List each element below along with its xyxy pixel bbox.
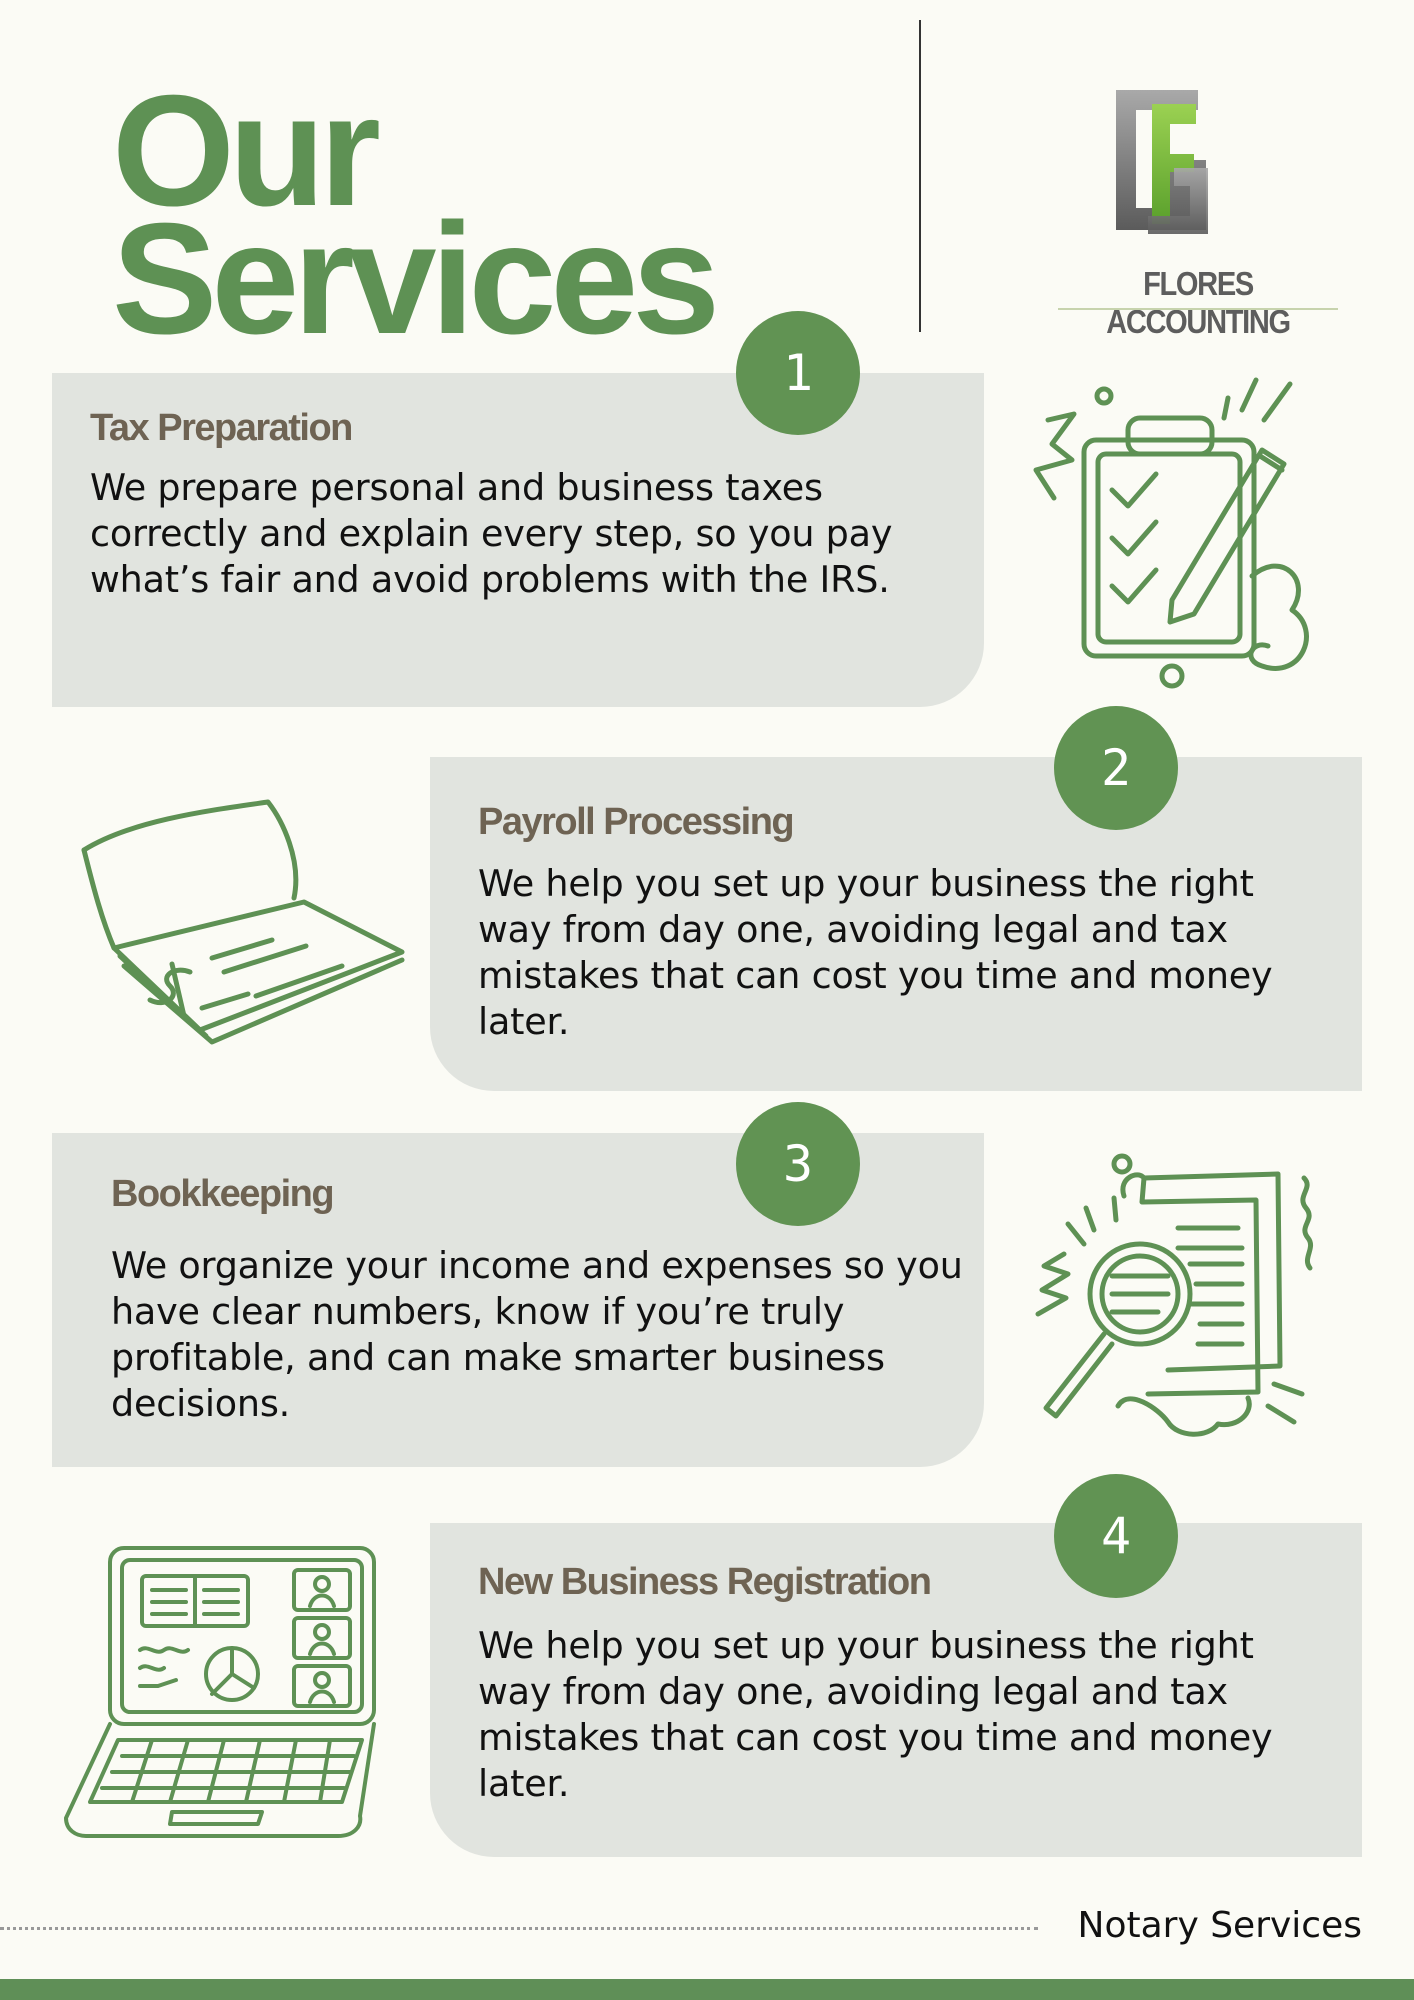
step-badge: 1 — [736, 311, 860, 435]
page-title-line-1: Our — [112, 63, 381, 239]
brand-name: FLORES ACCOUNTING — [1106, 265, 1291, 340]
service-description: We prepare personal and business taxes c… — [90, 466, 893, 601]
service-description: We organize your income and expenses so … — [111, 1244, 963, 1425]
service-card-bookkeeping: Bookkeeping We organize your income and … — [52, 1133, 984, 1467]
step-badge: 2 — [1054, 706, 1178, 830]
checkbook-icon — [72, 780, 412, 1050]
service-title: New Business Registration — [478, 1561, 932, 1603]
fg-monogram-icon — [1056, 84, 1346, 314]
document-magnifier-icon — [1028, 1148, 1338, 1448]
service-card-tax-preparation: Tax Preparation We prepare personal and … — [52, 373, 984, 707]
service-card-payroll-processing: Payroll Processing We help you set up yo… — [430, 757, 1362, 1091]
clipboard-checklist-icon — [1012, 370, 1342, 700]
brand-underline — [1058, 308, 1338, 310]
service-description: We help you set up your business the rig… — [478, 862, 1273, 1043]
page-title-line-2: Services — [112, 191, 720, 367]
step-badge: 3 — [736, 1102, 860, 1226]
laptop-dashboard-icon — [62, 1540, 392, 1840]
service-description: We help you set up your business the rig… — [478, 1624, 1273, 1805]
header-divider — [919, 20, 921, 332]
service-title: Payroll Processing — [478, 801, 795, 843]
bottom-accent-bar — [0, 1979, 1414, 2000]
footer-dotted-divider — [0, 1927, 1038, 1930]
footer-notary-services: Notary Services — [1077, 1905, 1362, 1946]
step-badge: 4 — [1054, 1474, 1178, 1598]
service-card-new-business-registration: New Business Registration We help you se… — [430, 1523, 1362, 1857]
service-title: Tax Preparation — [90, 407, 353, 449]
service-title: Bookkeeping — [111, 1173, 335, 1215]
